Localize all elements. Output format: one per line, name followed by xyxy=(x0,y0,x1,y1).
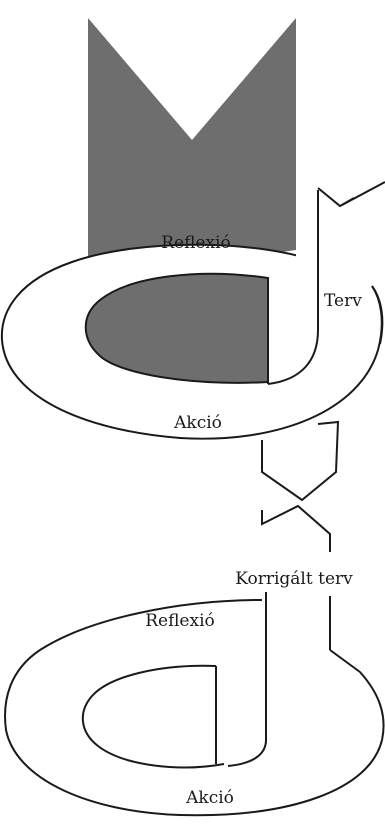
upper-reflexio-label: Reflexió xyxy=(161,233,231,253)
terv-label: Terv xyxy=(324,291,362,311)
korrigalt-terv-label: Korrigált terv xyxy=(235,569,353,589)
connector-chevron-1 xyxy=(262,422,338,500)
lower-reflexio-label: Reflexió xyxy=(145,611,215,631)
lower-akcio-label: Akció xyxy=(185,788,234,808)
connector-between-cycles: Korrigált terv xyxy=(235,422,353,589)
lower-cycle: Reflexió Akció xyxy=(5,592,384,815)
upper-arrow-head xyxy=(318,182,385,206)
upper-cycle: Reflexió Terv Akció xyxy=(2,18,385,439)
lower-outer-ring xyxy=(5,600,384,815)
connector-chevron-2 xyxy=(262,506,330,552)
upper-akcio-label: Akció xyxy=(173,413,222,433)
